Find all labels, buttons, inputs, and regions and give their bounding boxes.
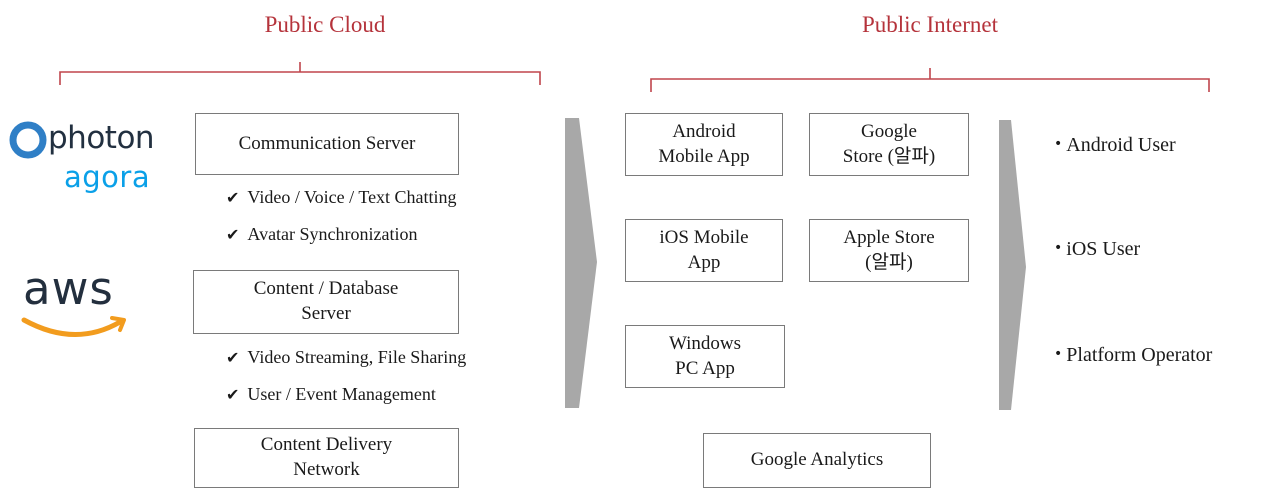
google-store-box: Google Store (알파) [809, 113, 969, 176]
public-cloud-title: Public Cloud [264, 12, 386, 37]
photon-logo: photon [8, 118, 168, 159]
bullet-icon: • [1054, 240, 1063, 256]
windows-pc-app-box: Windows PC App [625, 325, 785, 388]
android-mobile-app-box: Android Mobile App [625, 113, 783, 176]
feature-label: Avatar Synchronization [247, 224, 418, 244]
agora-logo-text: agora [64, 160, 151, 194]
google-analytics-box: Google Analytics [703, 433, 931, 488]
public-internet-brace [650, 68, 1210, 92]
ios-mobile-app-box: iOS Mobile App [625, 219, 783, 282]
user-platform-operator: •Platform Operator [1054, 344, 1212, 367]
user-label: Android User [1066, 134, 1176, 156]
feature-label: Video Streaming, File Sharing [247, 347, 467, 367]
check-icon: ✔ [226, 188, 240, 207]
user-ios: •iOS User [1054, 238, 1140, 261]
bullet-icon: • [1054, 346, 1063, 362]
content-delivery-network-box: Content Delivery Network [194, 428, 459, 488]
public-cloud-brace [59, 62, 541, 85]
check-icon: ✔ [226, 225, 240, 244]
communication-server-box: Communication Server [195, 113, 459, 175]
feature-video-voice-text: ✔ Video / Voice / Text Chatting [226, 187, 457, 208]
apple-store-box: Apple Store (알파) [809, 219, 969, 282]
content-database-server-box: Content / Database Server [193, 270, 459, 334]
aws-logo-text: aws [23, 262, 114, 315]
user-label: iOS User [1066, 238, 1141, 260]
feature-label: Video / Voice / Text Chatting [247, 187, 457, 207]
check-icon: ✔ [226, 385, 240, 404]
check-icon: ✔ [226, 348, 240, 367]
feature-avatar-sync: ✔ Avatar Synchronization [226, 224, 418, 245]
internet-to-users-arrow [999, 120, 1026, 410]
user-android: •Android User [1054, 134, 1176, 157]
feature-user-event: ✔ User / Event Management [226, 384, 436, 405]
photon-ring-icon [9, 121, 47, 159]
bullet-icon: • [1054, 136, 1063, 152]
feature-video-streaming: ✔ Video Streaming, File Sharing [226, 347, 466, 368]
aws-smile-icon [21, 316, 126, 337]
user-label: Platform Operator [1066, 344, 1213, 366]
feature-label: User / Event Management [247, 384, 436, 404]
aws-logo: aws [20, 262, 140, 352]
photon-logo-text: photon [48, 120, 155, 156]
public-internet-title: Public Internet [861, 12, 999, 37]
cloud-to-internet-arrow [565, 118, 597, 408]
